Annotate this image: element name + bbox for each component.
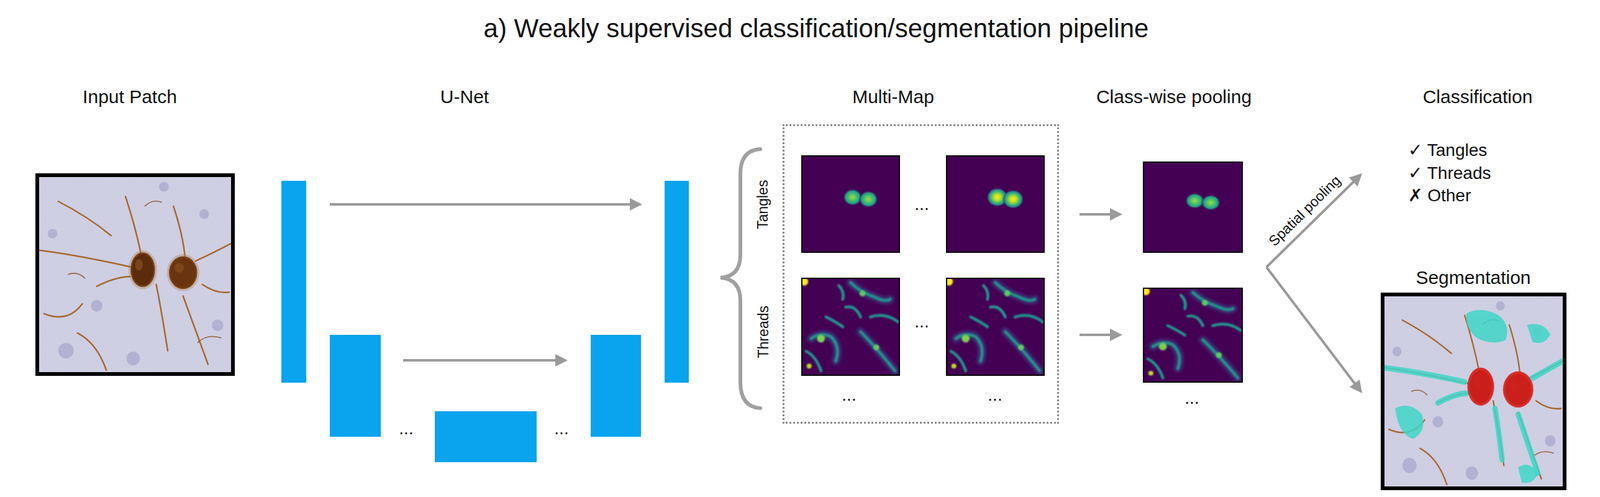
ellipsis-mark: ... — [914, 194, 929, 215]
node-heading: Input Patch — [82, 86, 178, 109]
ellipsis-mark: ... — [841, 385, 856, 405]
row-label: Tangles — [755, 179, 772, 229]
arrow-head — [1349, 173, 1363, 187]
connector-arrow — [1079, 208, 1123, 221]
node-text: ✓ Threads — [1408, 163, 1491, 184]
image-panel: Input Patch — [35, 173, 235, 376]
ellipsis-mark: ... — [398, 418, 414, 439]
node-text: ✓ Tangles — [1408, 140, 1487, 161]
connector-arrow — [1266, 267, 1363, 394]
node-heading: Class-wise pooling — [1096, 86, 1252, 109]
ellipsis-mark: ... — [914, 311, 929, 332]
connector-line — [1079, 213, 1113, 216]
segmentation-image — [1384, 296, 1563, 487]
node-heading: Classification — [1422, 86, 1533, 109]
image-panel: Segmentation — [1380, 292, 1567, 491]
map-group: Multi-Map — [782, 124, 1060, 424]
node-heading: Multi-Map — [852, 86, 935, 109]
curly-brace — [720, 149, 761, 409]
network-group: U-Net — [281, 180, 689, 463]
diagram-title: a) Weakly supervised classification/segm… — [483, 13, 1150, 44]
ellipsis-mark: ... — [987, 385, 1002, 405]
edge-label: Spatial pooling — [1263, 170, 1346, 251]
multi-maps — [800, 155, 1045, 376]
ellipsis-mark: ... — [554, 418, 569, 439]
output-list: Classification ✓ Tangles✓ Threads✗ Other — [1400, 79, 1540, 210]
row-label: Threads — [755, 305, 772, 358]
arrow-head — [1109, 208, 1123, 221]
node-heading: Segmentation — [1415, 267, 1531, 289]
connector-arrow — [1266, 173, 1363, 268]
connector-line — [1079, 333, 1113, 337]
skip-arrows — [329, 204, 640, 361]
node-heading: U-Net — [440, 86, 489, 109]
connector-line — [1266, 267, 1356, 386]
node-text: ✗ Other — [1408, 185, 1471, 206]
ellipsis-mark: ... — [1184, 388, 1199, 409]
input-patch-image — [39, 177, 232, 373]
arrow-head — [1109, 328, 1123, 341]
arrow-head — [1349, 379, 1363, 394]
pooled-maps — [1141, 161, 1243, 383]
connector-arrow — [1079, 328, 1123, 341]
pooling-group: Class-wise pooling — [1139, 158, 1246, 386]
unet-blocks — [281, 180, 689, 463]
